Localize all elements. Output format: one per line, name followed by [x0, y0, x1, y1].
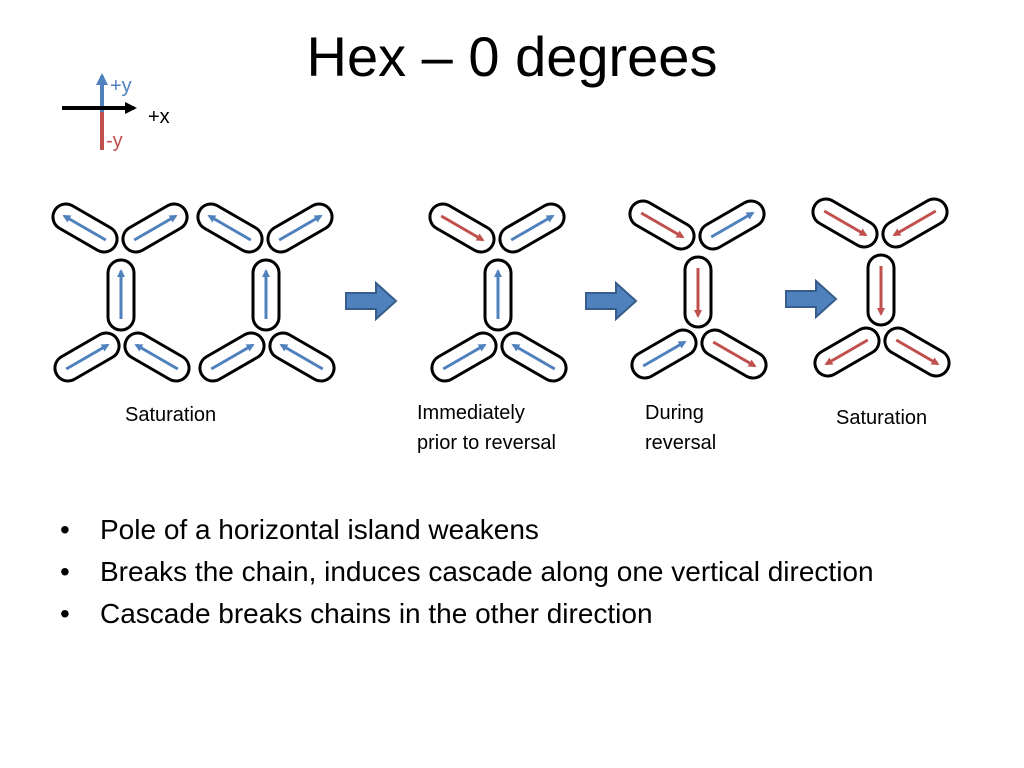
- island-upper-left: [51, 202, 119, 254]
- magnetization-arrow-red: [440, 214, 485, 242]
- island-vertical: [483, 258, 513, 332]
- magnetization-arrow-blue: [642, 340, 687, 368]
- panel-1: [51, 202, 191, 383]
- panel-2: [196, 202, 336, 383]
- magnetization-arrow-blue: [65, 343, 110, 371]
- bullet-text: Cascade breaks chains in the other direc…: [100, 598, 653, 629]
- bullet-dot: •: [60, 556, 70, 587]
- magnetization-arrow-red: [640, 211, 685, 239]
- island-lower-right: [700, 328, 768, 380]
- island-upper-left: [811, 197, 879, 249]
- island-upper-right: [121, 202, 189, 254]
- magnetization-arrow-blue: [710, 211, 755, 239]
- island-upper-left: [196, 202, 264, 254]
- panel-4: [628, 199, 768, 380]
- caption-line: Saturation: [836, 407, 928, 429]
- magnetization-arrow-red: [892, 209, 937, 237]
- island-upper-right: [881, 197, 949, 249]
- bullet-text: Pole of a horizontal island weakens: [100, 514, 539, 545]
- island-lower-left: [198, 331, 266, 383]
- bullet-list: • Pole of a horizontal island weakens • …: [56, 512, 976, 638]
- caption-line: reversal: [645, 432, 717, 454]
- island-upper-left: [628, 199, 696, 251]
- island-vertical: [683, 255, 713, 329]
- island-vertical: [106, 258, 136, 332]
- magnetization-arrow-blue: [510, 214, 555, 242]
- axis-label-minus-y: -y: [106, 130, 123, 152]
- magnetization-arrow-red: [824, 338, 869, 366]
- caption-immediately-prior: Immediately prior to reversal: [417, 398, 556, 458]
- magnetization-arrow-blue: [511, 343, 556, 371]
- caption-saturation-first: Saturation: [125, 400, 216, 430]
- caption-during-reversal: During reversal: [645, 398, 716, 458]
- island-lower-right: [500, 331, 568, 383]
- island-upper-right: [266, 202, 334, 254]
- axis-label-plus-x: +x: [148, 106, 170, 128]
- bullet-dot: •: [60, 514, 70, 545]
- transition-arrow: [345, 280, 398, 322]
- magnetization-arrow-blue: [207, 214, 252, 242]
- magnetization-arrow-blue: [278, 214, 323, 242]
- island-lower-right: [123, 331, 191, 383]
- magnetization-arrow-blue: [133, 214, 178, 242]
- magnetization-arrow-blue: [442, 343, 487, 371]
- island-lower-right: [883, 326, 951, 378]
- panel-3: [428, 202, 568, 383]
- magnetization-arrow-blue: [134, 343, 179, 371]
- island-lower-right: [268, 331, 336, 383]
- island-upper-right: [498, 202, 566, 254]
- panel-5: [811, 197, 951, 378]
- magnetization-arrow-red: [712, 340, 757, 368]
- magnetization-arrow-blue: [279, 343, 324, 371]
- island-lower-left: [53, 331, 121, 383]
- bullet-dot: •: [60, 598, 70, 629]
- magnetization-arrow-red: [895, 338, 940, 366]
- island-lower-left: [630, 328, 698, 380]
- axis-indicator: [62, 73, 137, 150]
- caption-line: During: [645, 402, 704, 424]
- bullet-text: Breaks the chain, induces cascade along …: [100, 556, 874, 587]
- bullet-item: • Pole of a horizontal island weakens: [56, 512, 976, 548]
- magnetization-arrow-blue: [62, 214, 107, 242]
- island-lower-left: [813, 326, 881, 378]
- island-vertical: [866, 253, 896, 327]
- bullet-item: • Breaks the chain, induces cascade alon…: [56, 554, 976, 590]
- transition-arrow: [585, 280, 638, 322]
- island-layer: [51, 197, 951, 383]
- island-lower-left: [430, 331, 498, 383]
- transition-arrow: [785, 278, 838, 320]
- page-title: Hex – 0 degrees: [306, 25, 718, 88]
- caption-saturation-last: Saturation: [836, 403, 927, 433]
- magnetization-arrow-blue: [210, 343, 255, 371]
- axis-label-plus-y: +y: [110, 75, 132, 97]
- island-upper-right: [698, 199, 766, 251]
- island-upper-left: [428, 202, 496, 254]
- caption-line: Immediately: [417, 402, 525, 424]
- bullet-item: • Cascade breaks chains in the other dir…: [56, 596, 976, 632]
- transition-arrows: [345, 278, 838, 322]
- caption-line: prior to reversal: [417, 432, 556, 454]
- caption-line: Saturation: [125, 404, 217, 426]
- island-vertical: [251, 258, 281, 332]
- magnetization-arrow-red: [823, 209, 868, 237]
